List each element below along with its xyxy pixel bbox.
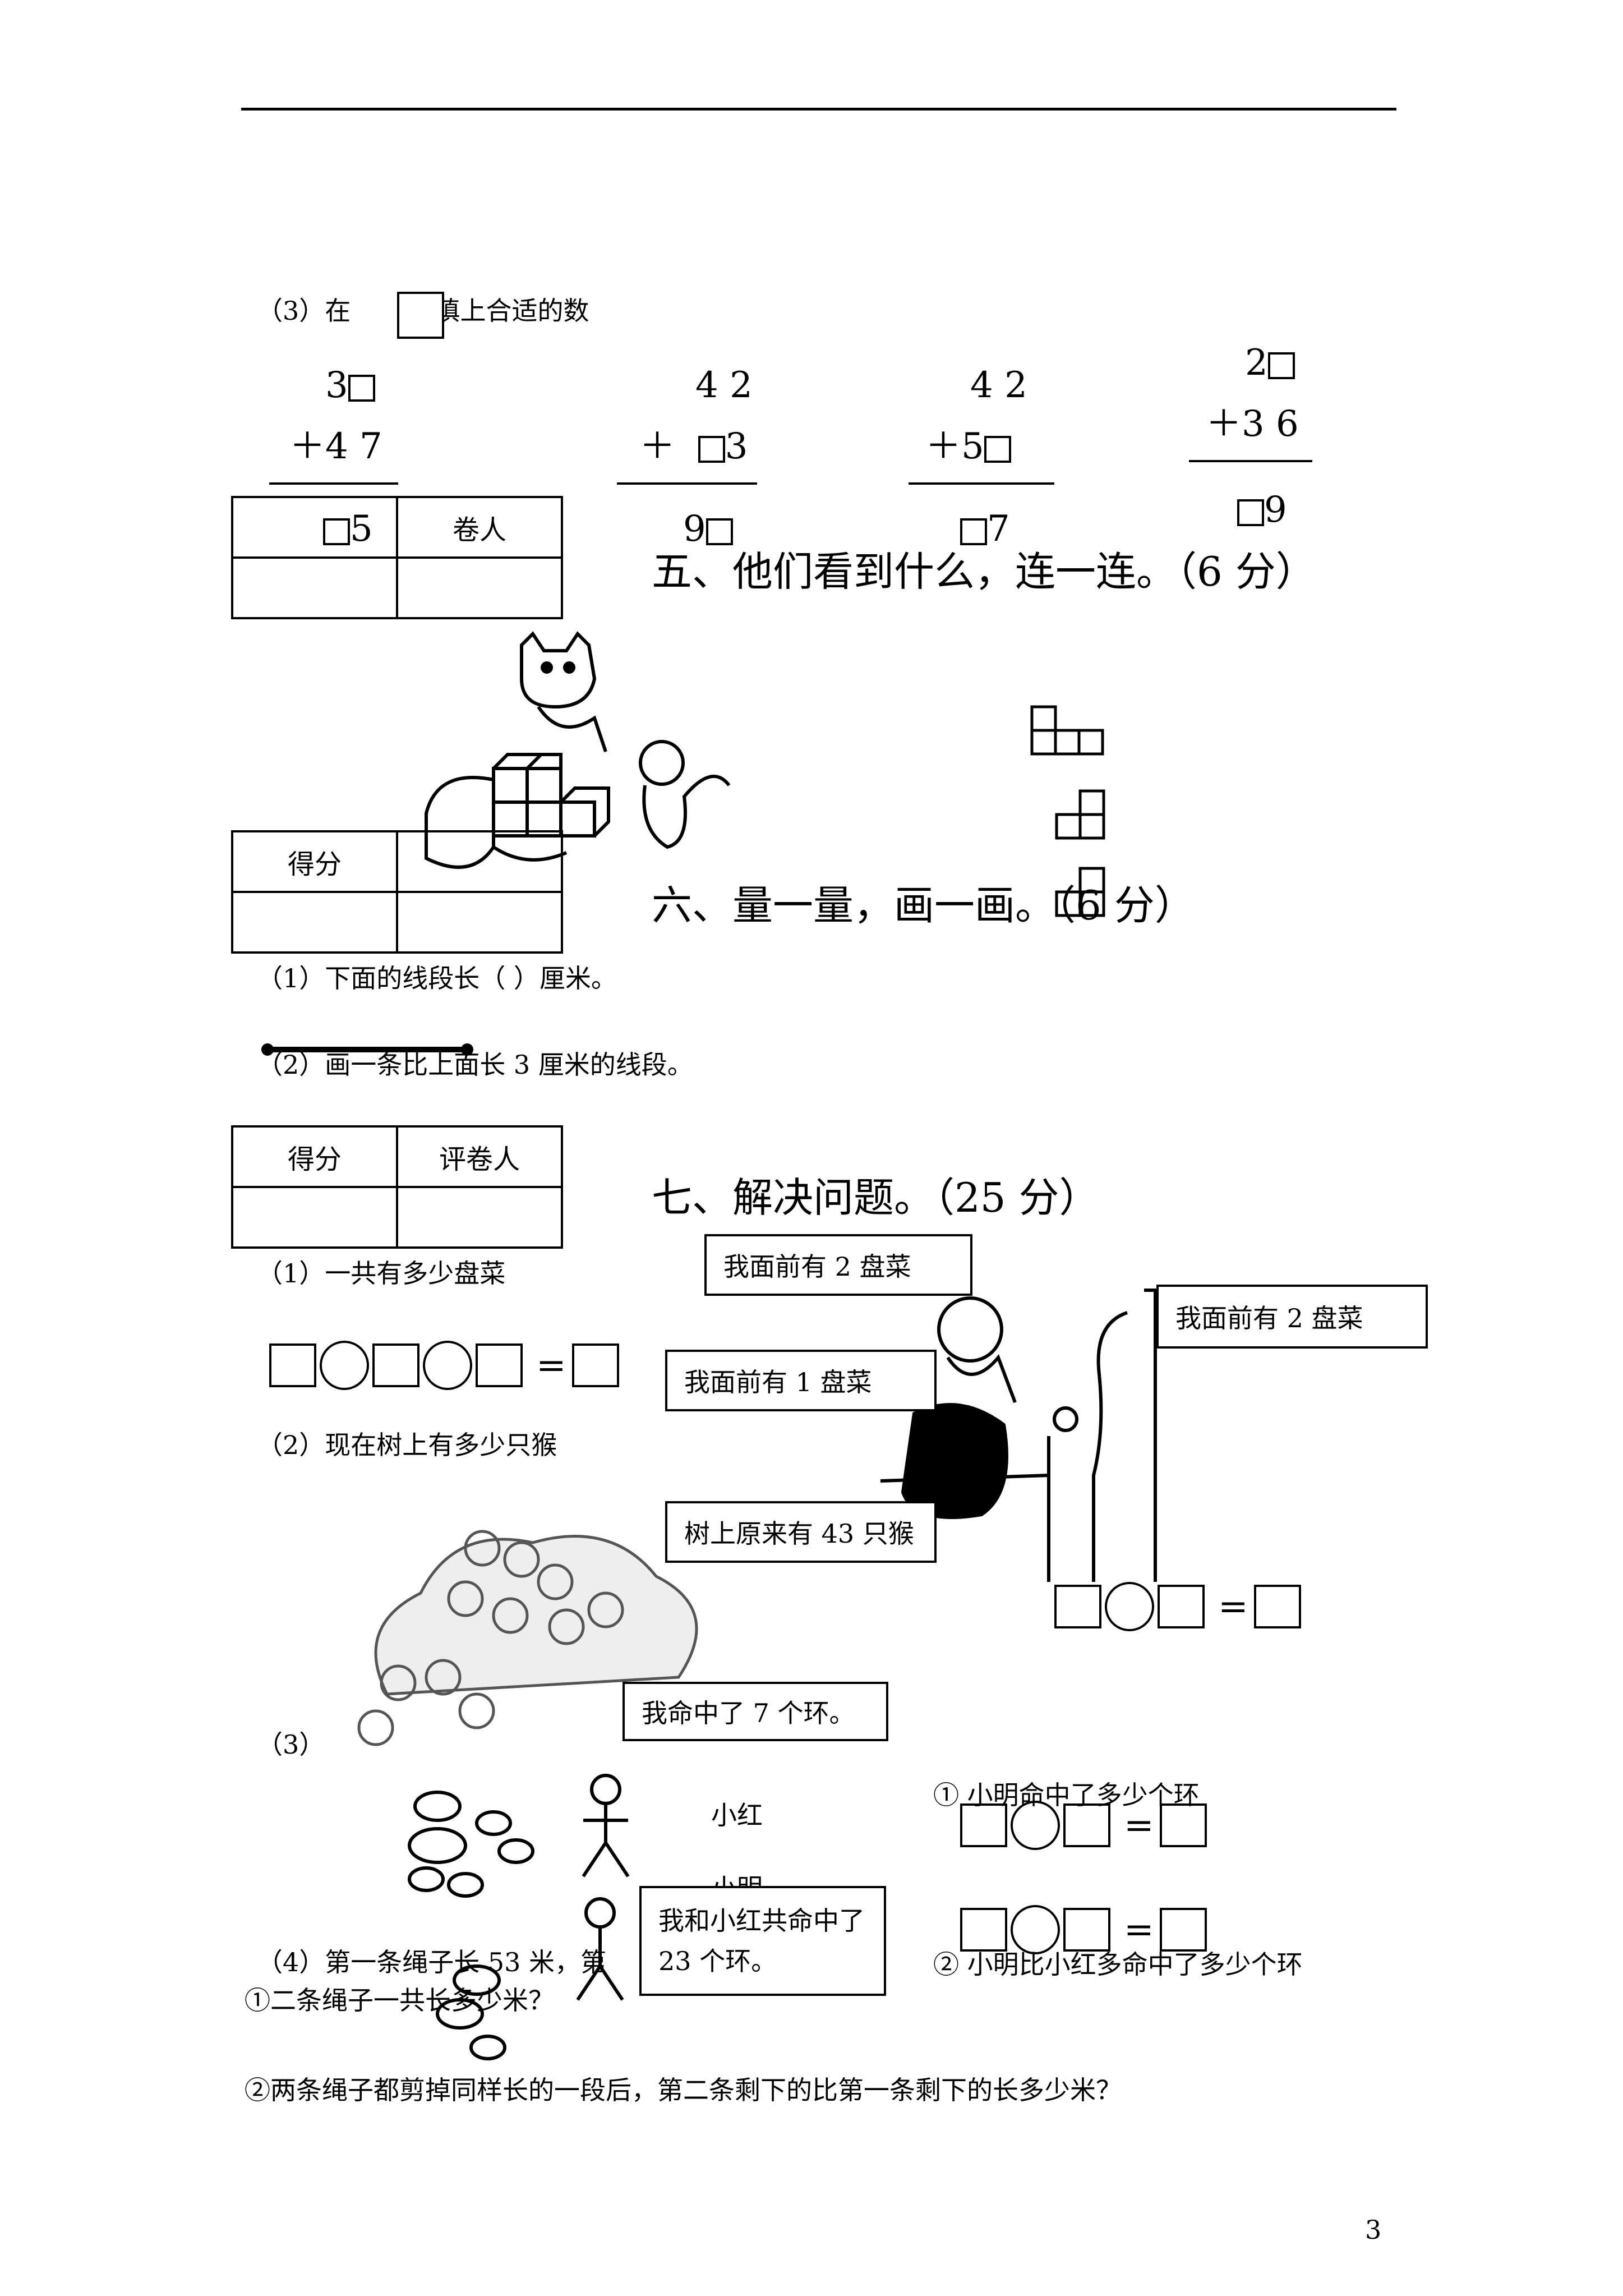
measure-segment <box>265 1047 470 1052</box>
section7-q3: （3） <box>257 1729 325 1760</box>
addition-problem-2: 4 2 ＋ 3 <box>617 365 763 485</box>
problem-4-result: 9 <box>1237 489 1287 531</box>
bubble-xiaohong: 我命中了 7 个环。 <box>623 1682 888 1741</box>
bubble-kid-middle: 我面前有 1 盘菜 <box>665 1350 937 1411</box>
section7-q4: （4）第一条绳子长 53 米，第 <box>257 1947 607 1977</box>
score-table-1: 卷人 <box>231 496 563 619</box>
score-table-2: 得分 <box>231 830 563 954</box>
score-table-3: 得分评卷人 <box>231 1125 563 1249</box>
header-rule <box>241 108 1396 111</box>
section6-q2: （2）画一条比上面长 3 厘米的线段。 <box>257 1050 693 1080</box>
problem-2-result: 9 <box>683 508 733 550</box>
equation-ring-q2: = <box>960 1905 1210 1954</box>
bubble-xiaoming: 我和小红共命中了 23 个环。 <box>639 1886 886 1996</box>
monkeys-tree <box>357 1530 698 1746</box>
section7-q2: （2）现在树上有多少只猴 <box>257 1430 557 1460</box>
equation-ring-q1: = <box>960 1801 1210 1850</box>
name-xiaohong: 小红 <box>711 1800 763 1830</box>
section7-title: 七、解决问题。（25 分） <box>652 1174 1100 1221</box>
segment-endpoint-left <box>261 1043 274 1056</box>
addition-problem-3: 4 2 ＋5 <box>909 365 1054 485</box>
problem-1-result-overlay: 5 <box>320 508 376 550</box>
page-number: 3 <box>1365 2215 1382 2245</box>
bubble-monkeys: 树上原来有 43 只猴 <box>665 1501 937 1563</box>
addition-problem-4: 2 ＋3 6 <box>1189 342 1324 462</box>
section6-title: 六、量一量，画一画。（6 分） <box>652 882 1195 929</box>
section7-q4-sub2: ②两条绳子都剪掉同样长的一段后，第二条剩下的比第一条剩下的长多少米？ <box>245 2075 1122 2105</box>
equation-q1: = <box>269 1341 623 1390</box>
equation-q2: = <box>1054 1582 1304 1631</box>
section7-q4-sub1: ①二条绳子一共长多少米？ <box>245 1985 554 2016</box>
ring-q2: ② 小明比小红多命中了多少个环 <box>933 1949 1303 1980</box>
answer-box-legend <box>397 292 444 339</box>
section6-q1: （1）下面的线段长（ ）厘米。 <box>257 963 617 993</box>
section7-q1: （1）一共有多少盘菜 <box>257 1258 506 1289</box>
bubble-kid-top: 我面前有 2 盘菜 <box>704 1234 972 1296</box>
problem-3-result: 7 <box>960 508 1010 550</box>
bubble-kid-right: 我面前有 2 盘菜 <box>1156 1285 1428 1349</box>
section3-intro: （3）在 填上合适的数 <box>257 296 589 326</box>
addition-problem-1: 3 ＋4 7 <box>269 365 415 485</box>
section5-title: 五、他们看到什么，连一连。（6 分） <box>652 548 1316 595</box>
ring-toss <box>408 1774 630 2060</box>
segment-endpoint-right <box>461 1043 473 1056</box>
block-views <box>1030 705 1105 917</box>
